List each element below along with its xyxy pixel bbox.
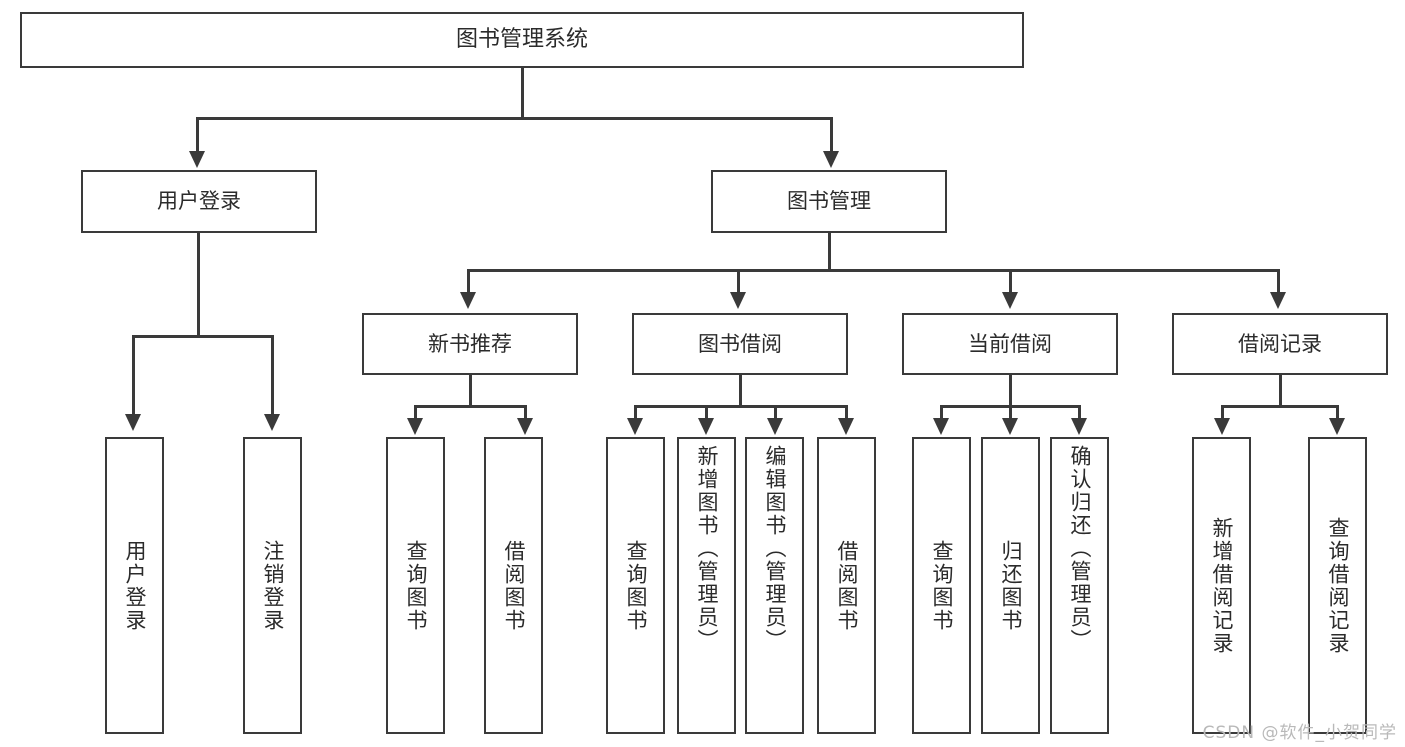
edge-book-management-stem [828, 233, 831, 269]
edge-new-book-recommend-bus [415, 405, 525, 408]
edge-to-book-borrow [737, 269, 740, 294]
arrow-leaf-confirm-return-admin [1071, 418, 1087, 435]
arrow-leaf-user-login [125, 414, 141, 431]
node-book-borrow[interactable]: 图书借阅 [632, 313, 848, 375]
node-book-management[interactable]: 图书管理 [711, 170, 947, 233]
edge-bb-drop-3 [774, 405, 777, 420]
node-leaf-borrow-book-1[interactable]: 借阅图书 [484, 437, 543, 734]
edge-br-drop-2 [1336, 405, 1339, 420]
node-label: 新增图书（管理员） [695, 445, 719, 652]
node-label: 图书借阅 [698, 331, 782, 356]
node-label: 图书管理 [787, 189, 871, 214]
edge-to-new-book-recommend [467, 269, 470, 294]
edge-bb-drop-4 [845, 405, 848, 420]
arrow-to-book-borrow [730, 292, 746, 309]
edge-root-bus [197, 117, 833, 120]
node-label: 借阅图书 [835, 539, 859, 632]
arrow-to-book-management [823, 151, 839, 168]
node-label: 借阅图书 [502, 539, 526, 632]
arrow-to-borrow-record [1270, 292, 1286, 309]
arrow-leaf-add-book-admin [698, 418, 714, 435]
edge-user-login-drop-2 [271, 335, 274, 416]
arrow-leaf-logout-login [264, 414, 280, 431]
node-leaf-logout-login[interactable]: 注销登录 [243, 437, 302, 734]
arrow-leaf-query-book-1 [407, 418, 423, 435]
edge-book-management-bus [468, 269, 1280, 272]
edge-br-drop-1 [1221, 405, 1224, 420]
arrow-leaf-borrow-book-1 [517, 418, 533, 435]
edge-root-stem [521, 68, 524, 117]
edge-current-borrow-stem [1009, 375, 1012, 405]
edge-book-borrow-stem [739, 375, 742, 405]
node-label: 新增借阅记录 [1210, 516, 1234, 655]
edge-cb-drop-2 [1009, 405, 1012, 420]
node-leaf-return-book[interactable]: 归还图书 [981, 437, 1040, 734]
edge-borrow-record-stem [1279, 375, 1282, 405]
node-current-borrow[interactable]: 当前借阅 [902, 313, 1118, 375]
edge-user-login-bus [133, 335, 273, 338]
node-leaf-add-book-admin[interactable]: 新增图书（管理员） [677, 437, 736, 734]
edge-borrow-record-bus [1222, 405, 1338, 408]
edge-cb-drop-3 [1078, 405, 1081, 420]
arrow-leaf-add-borrow-record [1214, 418, 1230, 435]
edge-bb-drop-1 [634, 405, 637, 420]
edge-user-login-stem [197, 233, 200, 335]
node-leaf-borrow-book-2[interactable]: 借阅图书 [817, 437, 876, 734]
node-borrow-record[interactable]: 借阅记录 [1172, 313, 1388, 375]
node-label: 编辑图书（管理员） [763, 445, 787, 652]
node-leaf-add-borrow-record[interactable]: 新增借阅记录 [1192, 437, 1251, 734]
node-label: 查询借阅记录 [1326, 516, 1350, 655]
arrow-leaf-query-book-3 [933, 418, 949, 435]
node-user-login[interactable]: 用户登录 [81, 170, 317, 233]
arrow-leaf-borrow-book-2 [838, 418, 854, 435]
edge-book-borrow-bus [635, 405, 848, 408]
node-label: 用户登录 [123, 539, 147, 632]
node-label: 查询图书 [404, 539, 428, 632]
edge-user-login-drop-1 [132, 335, 135, 416]
node-leaf-query-book-3[interactable]: 查询图书 [912, 437, 971, 734]
arrow-leaf-edit-book-admin [767, 418, 783, 435]
edge-cb-drop-1 [940, 405, 943, 420]
edge-to-book-management [830, 117, 833, 153]
node-leaf-query-borrow-record[interactable]: 查询借阅记录 [1308, 437, 1367, 734]
edge-to-user-login [196, 117, 199, 153]
arrow-leaf-query-book-2 [627, 418, 643, 435]
node-label: 借阅记录 [1238, 331, 1322, 356]
node-root-book-management-system[interactable]: 图书管理系统 [20, 12, 1024, 68]
edge-nbr-drop-2 [524, 405, 527, 420]
node-label: 确认归还（管理员） [1068, 445, 1092, 652]
node-label: 注销登录 [261, 539, 285, 632]
node-label: 新书推荐 [428, 331, 512, 356]
edge-nbr-drop-1 [414, 405, 417, 420]
arrow-to-current-borrow [1002, 292, 1018, 309]
node-leaf-user-login[interactable]: 用户登录 [105, 437, 164, 734]
node-label: 查询图书 [930, 539, 954, 632]
arrow-leaf-return-book [1002, 418, 1018, 435]
node-label: 当前借阅 [968, 331, 1052, 356]
arrow-to-new-book-recommend [460, 292, 476, 309]
edge-bb-drop-2 [705, 405, 708, 420]
csdn-watermark: CSDN @软件_小贺同学 [1202, 723, 1397, 743]
node-leaf-edit-book-admin[interactable]: 编辑图书（管理员） [745, 437, 804, 734]
node-label: 图书管理系统 [455, 27, 588, 53]
node-leaf-confirm-return-admin[interactable]: 确认归还（管理员） [1050, 437, 1109, 734]
edge-to-current-borrow [1009, 269, 1012, 294]
edge-to-borrow-record [1277, 269, 1280, 294]
arrow-to-user-login [189, 151, 205, 168]
node-label: 查询图书 [624, 539, 648, 632]
node-label: 用户登录 [157, 189, 241, 214]
edge-new-book-recommend-stem [469, 375, 472, 405]
node-label: 归还图书 [999, 539, 1023, 632]
node-leaf-query-book-2[interactable]: 查询图书 [606, 437, 665, 734]
node-leaf-query-book-1[interactable]: 查询图书 [386, 437, 445, 734]
arrow-leaf-query-borrow-record [1329, 418, 1345, 435]
node-new-book-recommend[interactable]: 新书推荐 [362, 313, 578, 375]
